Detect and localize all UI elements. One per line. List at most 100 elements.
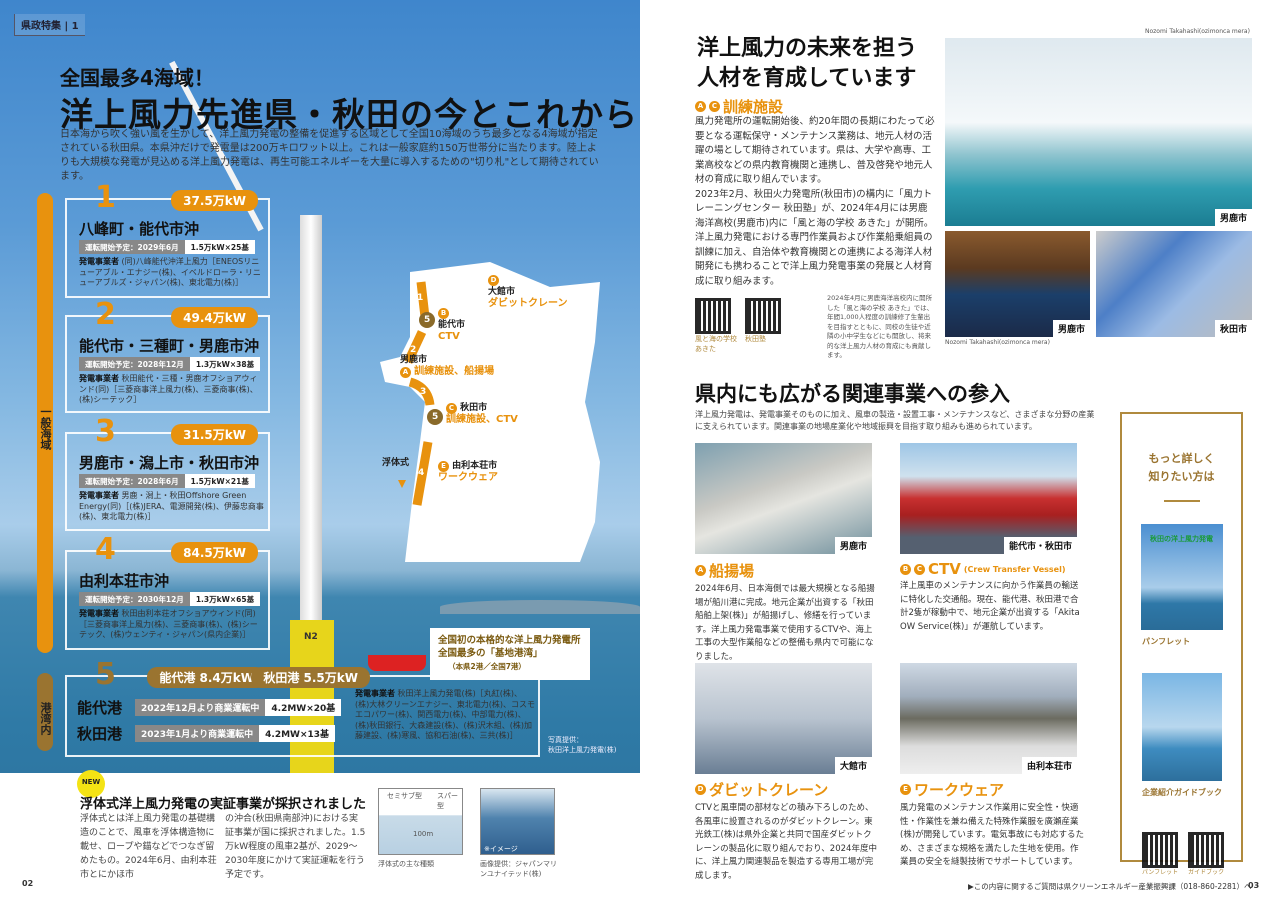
pin-icon: A [695,101,706,112]
subtitle: 全国最多4海域！ [60,66,214,90]
zone-2: 2 [410,345,417,355]
image-credit: 画像提供：ジャパンマリンユナイテッド(株) [480,860,557,878]
area-number: 2 [95,297,116,332]
intro-text: 日本海から吹く強い風を生かして、洋上風力発電の整備を促進する区域として全国10海… [60,129,599,182]
area-name: 八峰町・能代市沖 [79,220,200,238]
turbine-label: N2 [304,632,318,642]
related-title: 県内にも広がる関連事業への参入 [695,382,1010,406]
pin-icon: C [914,563,925,575]
training-text: 風力発電所の運転開始後、約20年間の長期にわたって必要となる運転保守・メンテナン… [695,116,935,287]
divider [1163,500,1200,502]
page-number-right: 03 [1248,881,1260,890]
port-operator-text: 発電事業者 秋田洋上風力発電(株)［丸紅(株)、(株)大林クリーンエナジー、東北… [355,689,536,740]
pamphlet-cover[interactable]: 秋田の洋上風力発電 [1140,524,1223,630]
related-intro: 洋上風力発電は、発電事業そのものに加え、風車の製造・設置工事・メンテナンスなど、… [695,410,1095,431]
operator-text: 発電事業者 男鹿・潟上・秋田Offshore Green Energy(同)［(… [79,491,264,521]
left-page: N2 県政特集 | 1 全国最多4海域！ 洋上風力先進県・秋田の今とこれから 日… [0,0,640,905]
sidebar-qr-row: パンフレット ガイドブック [1142,832,1241,878]
pin-icon: E [900,784,911,795]
new-badge: NEW [77,770,105,798]
akita-map-shape [380,262,600,562]
pin-icon: C [709,101,720,112]
area-number: 1 [95,180,116,215]
qr-guidebook[interactable]: ガイドブック [1188,832,1224,878]
photo-slipway: 男鹿市 [695,443,872,554]
photo-workwear: 由利本荘市 [900,663,1077,774]
area-name: 男鹿市・潟上市・秋田市沖 [79,454,260,472]
pin-icon: A [695,565,706,576]
photo-davit-crane: 大館市 [695,663,872,774]
sidebar-title: もっと詳しく知りたい方は [1148,452,1215,483]
school-note: 2024年4月に男鹿海洋高校内に開所した「風と海の学校 あきた」では、年間1,0… [827,294,934,359]
turbine-tower [300,215,322,665]
port-callout: 全国初の本格的な洋上風力発電所全国最多の「基地港湾」（本県2港／全国7港） [430,628,590,680]
footer-contact: ▶この内容に関するご質問は県クリーンエネルギー産業振興課（018-860-228… [968,882,1252,891]
port-label: 港湾内 [37,673,53,751]
pamphlet-label: パンフレット [1142,637,1191,646]
zone-3: 3 [420,387,427,397]
area-number: 4 [95,532,116,567]
port-box: 5 能代港 8.4万kW 秋田港 5.5万kW 能代港 2022年12月より商業… [65,660,540,757]
coastline [440,600,640,614]
photo-pool-training: 男鹿市 [945,38,1252,226]
section-tag: 県政特集 | 1 [14,14,85,36]
page-title: 洋上風力先進県・秋田の今とこれから [60,95,638,134]
qr-pamphlet[interactable]: パンフレット [1142,832,1178,878]
area-number: 5 [95,657,116,692]
photo-credit-bottom: Nozomi Takahashi(ozimonca mera) [945,339,1050,346]
port-row-noshiro: 能代港 2022年12月より商業運転中 4.2MW×20基 [77,697,342,718]
floating-types-diagram: セミサブ型 スパー型 100m [378,788,463,855]
operator-text: 発電事業者 秋田由利本荘オフショアウィンド(同)［三菱商事洋上風力(株)、三菱商… [79,609,258,639]
capacity-badge-noshiro: 能代港 8.4万kW [147,667,266,688]
capacity-badge: 37.5万kW [171,190,258,211]
news-title: 浮体式洋上風力発電の実証事業が採択されました [80,797,367,812]
port-row-akita: 秋田港 2023年1月より商業運転中 4.2MW×13基 [77,723,336,744]
capacity-badge: 49.4万kW [171,307,258,328]
photo-credit: 写真提供：秋田洋上風力発電(株) [548,736,617,754]
floating-image: ※イメージ [480,788,555,855]
photo-simulator-room: 男鹿市 [945,231,1090,337]
operator-text: 発電事業者 秋田能代・三種・男鹿オフショアウィンド(同)［三菱商事洋上風力(株)… [79,374,258,404]
zone-5-noshiro: 5 [424,315,431,325]
guidebook-label: 企業紹介ガイドブック [1142,788,1222,797]
photo-climbing-training: 秋田市 [1096,231,1252,337]
news-col-1: 浮体式とは洋上風力発電の基礎構造のことで、風車を浮体構造物に載せ、ロープや錨など… [80,814,217,880]
operator-text: 発電事業者 (同)八峰能代沖洋上風力［ENEOSリニューアブル・エナジー(株)、… [79,257,261,287]
capacity-badge: 31.5万kW [171,424,258,445]
zone-5-akita: 5 [432,412,439,422]
training-title: 洋上風力の未来を担う人材を育成しています [697,36,918,91]
pin-icon: B [900,563,911,575]
diagram-caption: 浮体式の主な種類 [378,860,434,868]
general-waters-label: 一般海域 [37,193,53,653]
map-label-akita: C 秋田市訓練施設、CTV [446,403,518,425]
page-number-left: 02 [22,879,34,888]
news-col-2: の沖合(秋田県南部沖)における実証事業が国に採択されました。1.5万kW程度の風… [225,814,366,880]
qr-kaze-umi[interactable]: 風と海の学校あきた [695,298,740,354]
pin-icon: D [695,784,706,795]
guidebook-cover[interactable] [1141,673,1222,781]
area-name: 由利本荘市沖 [79,572,170,590]
ctv-boat [368,655,426,671]
photo-ctv: 能代市・秋田市 [900,443,1077,554]
zone-1: 1 [417,293,424,303]
map-label-yurihonjo: E 由利本荘市ワークウェア [438,461,498,483]
capacity-badge: 84.5万kW [171,542,258,563]
more-info-sidebar: もっと詳しく知りたい方は 秋田の洋上風力発電 パンフレット 企業紹介ガイドブック… [1120,412,1243,876]
qr-akita-juku[interactable]: 秋田塾 [745,298,781,344]
